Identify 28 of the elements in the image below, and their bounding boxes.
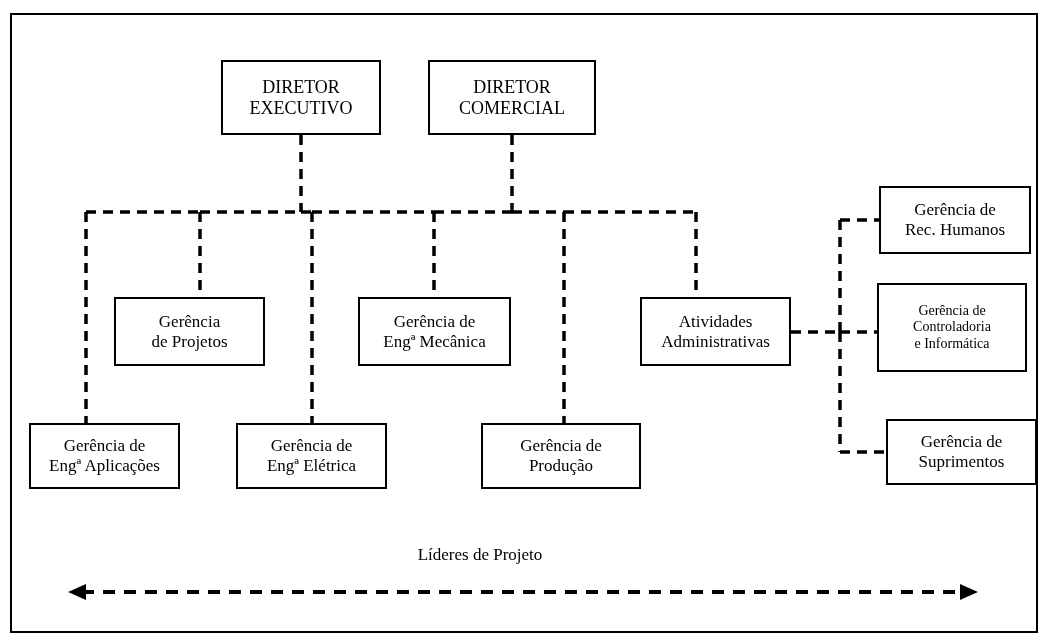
connector-line xyxy=(86,210,200,214)
connector-line xyxy=(84,212,88,423)
org-box: Gerência de Engª Aplicações xyxy=(29,423,180,489)
connector-line xyxy=(301,210,312,214)
org-box: Gerência de Rec. Humanos xyxy=(879,186,1031,254)
org-box: Gerência de Engª Mecânica xyxy=(358,297,511,366)
org-box: DIRETOR EXECUTIVO xyxy=(221,60,381,135)
arrow-label: Líderes de Projeto xyxy=(416,545,544,565)
org-box: Gerência de Engª Elétrica xyxy=(236,423,387,489)
org-box: Gerência de Controladoria e Informática xyxy=(877,283,1027,372)
connector-line xyxy=(840,330,877,334)
connector-line xyxy=(840,450,886,454)
connector-line xyxy=(838,220,842,332)
org-box: Gerência de Suprimentos xyxy=(886,419,1037,485)
connector-line xyxy=(312,210,434,214)
connector-line xyxy=(562,212,566,423)
connector-line xyxy=(840,218,879,222)
org-box: Atividades Administrativas xyxy=(640,297,791,366)
connector-line xyxy=(512,210,564,214)
connector-line xyxy=(299,135,303,212)
connector-line xyxy=(838,332,842,452)
org-box: DIRETOR COMERCIAL xyxy=(428,60,596,135)
connector-line xyxy=(310,212,314,423)
connector-line xyxy=(564,210,696,214)
connector-line xyxy=(510,135,514,212)
org-box: Gerência de Projetos xyxy=(114,297,265,366)
org-box: Gerência de Produção xyxy=(481,423,641,489)
connector-line xyxy=(434,210,512,214)
